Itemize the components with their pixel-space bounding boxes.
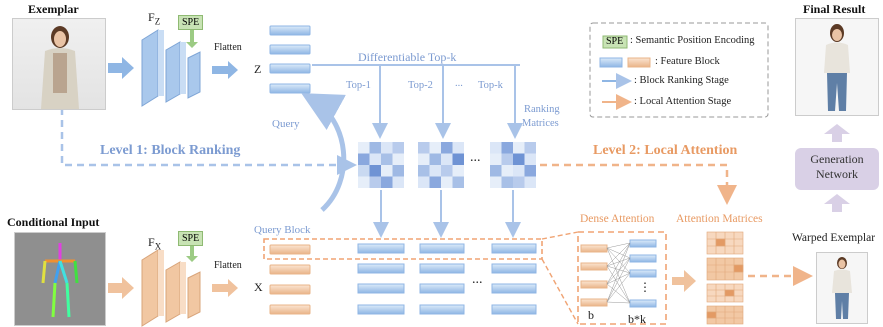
flatten-arrow-top: [212, 61, 238, 79]
ranking-matrix-k: [490, 142, 536, 188]
topk-label-1: Top-1: [346, 80, 371, 91]
fz-label: FZ: [148, 10, 160, 26]
pose-skeleton-icon: [41, 243, 79, 318]
fx-sub: X: [154, 241, 162, 252]
z-label: Z: [254, 62, 262, 76]
flatten-label-top: Flatten: [214, 42, 242, 53]
exemplar-title: Exemplar: [28, 2, 79, 16]
x-feature-stack: [269, 244, 311, 315]
generation-line1: Generation: [810, 152, 864, 166]
legend-spe-tag: SPE: [606, 36, 624, 47]
legend-local-text: : Local Attention Stage: [634, 96, 732, 107]
legend-feature-text: : Feature Block: [655, 56, 720, 67]
encoder-x-slabs: [141, 249, 201, 327]
warped-exemplar-title: Warped Exemplar: [792, 232, 876, 244]
dense-right-blocks: [629, 239, 657, 308]
spe-tag-top: SPE: [178, 15, 204, 30]
dense-attention-label: Dense Attention: [580, 213, 655, 225]
query-block-label: Query Block: [254, 224, 311, 236]
warped-to-generation-arrow: [824, 194, 850, 212]
dense-attention-box: [577, 231, 667, 325]
fz-letter: F: [148, 10, 155, 24]
warped-exemplar-image: [816, 252, 868, 324]
person-figure-icon: [41, 26, 79, 109]
legend-ranking-text: : Block Ranking Stage: [634, 75, 729, 86]
level2-label: Level 2: Local Attention: [593, 143, 738, 158]
attention-matrices-label: Attention Matrices: [676, 213, 763, 225]
dense-connection-lines: [606, 242, 631, 304]
spe-down-arrow-top: [186, 30, 198, 48]
topk-label-ellipsis: ...: [455, 78, 463, 89]
fx-label: FX: [148, 235, 161, 251]
selected-blocks-colk: [491, 243, 537, 315]
level1-label: Level 1: Block Ranking: [100, 143, 241, 158]
conditional-input-image: [14, 232, 106, 326]
query-label: Query: [272, 118, 300, 130]
dense-to-matrices-arrow: [672, 270, 696, 292]
legend-box: [589, 22, 769, 118]
dense-left-blocks: [580, 244, 608, 307]
final-result-title: Final Result: [803, 2, 866, 16]
encoder-z-slabs: [141, 29, 201, 107]
fx-letter: F: [148, 235, 155, 249]
flatten-label-bottom: Flatten: [214, 260, 242, 271]
bk-label: b*k: [628, 312, 646, 326]
ranking-matrices-line2: Matrices: [522, 118, 559, 129]
blocks-ellipsis: ...: [472, 272, 483, 287]
topk-label-k: Top-k: [478, 80, 503, 91]
generation-network-box: Generation Network: [795, 148, 879, 190]
exemplar-image: [12, 18, 106, 110]
topk-label-2: Top-2: [408, 80, 433, 91]
matrix-ellipsis: ...: [470, 150, 481, 165]
vdots-label: ⋮: [639, 280, 651, 294]
query-block-highlight: [263, 238, 543, 260]
spe-tag-bottom: SPE: [178, 231, 204, 246]
exemplar-to-encoder-arrow: [108, 57, 134, 79]
selected-blocks-col1: [357, 243, 405, 315]
legend-spe-text: : Semantic Position Encoding: [630, 35, 755, 46]
attention-matrices-stack: [706, 231, 744, 325]
condition-to-encoder-arrow: [108, 277, 134, 299]
b-label: b: [588, 308, 594, 322]
ranking-matrix-2: [418, 142, 464, 188]
person-figure-icon: [824, 24, 850, 111]
level1-dashed-path: [60, 108, 357, 175]
topk-branches: [312, 64, 523, 139]
z-feature-stack: [269, 25, 311, 94]
ranking-matrix-1: [358, 142, 404, 188]
query-curve-arrow: [301, 93, 347, 212]
flatten-arrow-bottom: [212, 279, 238, 297]
generation-to-final-arrow: [824, 124, 850, 142]
ranking-matrices-line1: Ranking: [524, 104, 560, 115]
spe-down-arrow-bottom: [186, 246, 198, 262]
generation-line2: Network: [816, 167, 858, 181]
fz-sub: Z: [154, 16, 161, 27]
level2-dashed-path: [540, 163, 737, 205]
topk-title: Differentiable Top-k: [358, 50, 457, 64]
person-figure-icon: [832, 257, 852, 319]
x-label: X: [254, 280, 263, 294]
matrix-down-arrows: [373, 190, 521, 238]
final-result-image: [795, 18, 879, 116]
conditional-input-title: Conditional Input: [7, 215, 100, 229]
selected-blocks-col2: [419, 243, 465, 315]
